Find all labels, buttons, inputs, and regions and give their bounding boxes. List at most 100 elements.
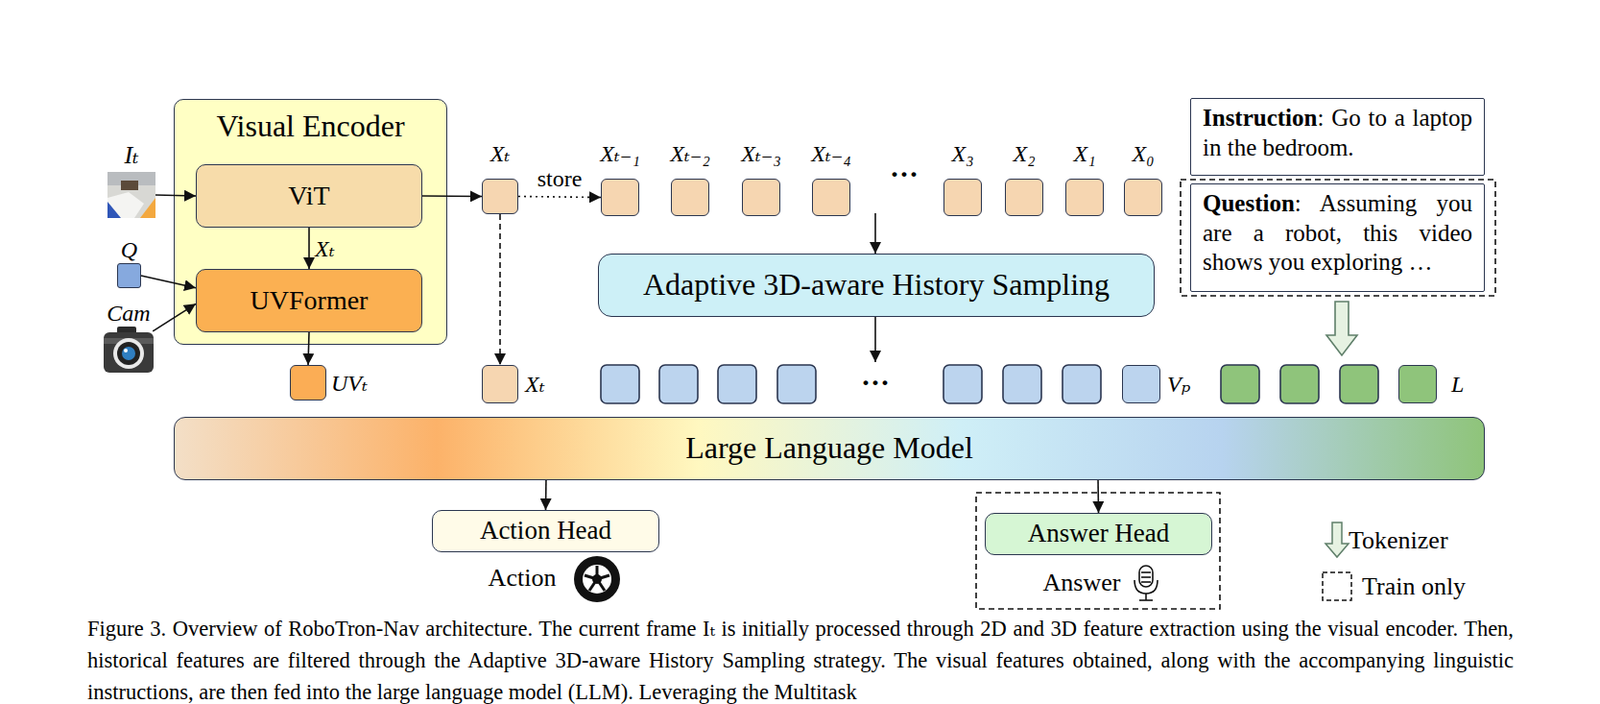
connector-arrow — [518, 196, 601, 198]
note-text: Instruction: Go to a laptop in the bedro… — [1202, 103, 1473, 163]
uvformer-box: UVFormer — [195, 268, 423, 333]
connector-arrow — [422, 194, 482, 197]
current-token: Xₜ — [481, 364, 519, 404]
spoke — [597, 574, 610, 579]
query-token: Q — [117, 262, 142, 288]
sampled-token: Vₚ — [1122, 364, 1161, 404]
node-label: UVₜ — [331, 369, 368, 395]
node-label: Q — [120, 237, 138, 263]
connector-arrow — [308, 227, 311, 269]
node-label: Xₜ₋₄ — [811, 141, 852, 167]
edge-label: store — [537, 166, 583, 192]
mic-grille — [1141, 575, 1151, 578]
camera-lens — [117, 341, 141, 365]
node-label: Xₜ — [490, 141, 511, 167]
train-only-frame — [976, 492, 1220, 609]
node-label: X₀ — [1131, 141, 1154, 167]
legend-tokenizer-sample — [1325, 522, 1349, 557]
ellipsis: ··· — [860, 365, 890, 398]
encoder-group: ViT UVFormer Visual Encoder — [173, 98, 448, 345]
connector-arrow — [308, 332, 310, 365]
camera-glass — [121, 346, 136, 360]
frame-thumbnail — [107, 171, 156, 218]
mic-capsule — [1139, 565, 1153, 587]
tokenizer-arrow — [1326, 301, 1358, 356]
thumb-bg — [107, 171, 156, 218]
history-token: X₂ — [1004, 178, 1044, 216]
node-label: L — [1451, 371, 1464, 397]
input-frame: Iₜ — [107, 171, 156, 218]
node-label: X₁ — [1073, 141, 1096, 167]
train-only-frame — [1180, 179, 1496, 296]
node-label: Xₜ₋₁ — [599, 141, 641, 167]
microphone-icon — [1134, 565, 1158, 600]
camera-lens-ring — [113, 337, 144, 369]
node-label: ViT — [287, 181, 330, 212]
node-label: Action Head — [479, 516, 612, 546]
mic-holder — [1134, 579, 1158, 594]
flow-arrow — [874, 316, 877, 362]
figure-caption: Figure 3. Overview of RoboTron-Nav archi… — [87, 612, 1514, 704]
node-label: UVFormer — [250, 286, 369, 316]
token — [659, 364, 698, 404]
language-token: L — [1398, 364, 1437, 404]
wheel-rim — [582, 564, 612, 594]
vit-box: ViT — [195, 164, 423, 228]
mic-base — [1139, 598, 1153, 601]
connector-arrow — [545, 479, 548, 510]
legend-text: Tokenizer — [1348, 526, 1449, 555]
language-tokens — [1220, 364, 1379, 404]
token — [1002, 364, 1042, 404]
token — [777, 364, 816, 404]
history-token: Xₜ₋₁ — [600, 178, 640, 216]
node-label: Adaptive 3D-aware History Sampling — [643, 267, 1110, 302]
question-box: Question: Assuming you are a robot, this… — [1190, 183, 1485, 292]
sampling-box: Adaptive 3D-aware History Sampling — [597, 253, 1155, 317]
node-label: Visual Encoder — [174, 109, 447, 144]
connector-arrow — [1097, 479, 1099, 513]
connector-arrow — [155, 194, 196, 196]
thumb-orange — [140, 197, 156, 218]
camera-glint — [123, 348, 128, 353]
wheel-icon — [573, 555, 621, 602]
legend-train-only-sample — [1322, 572, 1352, 600]
connector-arrow — [152, 303, 196, 332]
token — [1339, 364, 1379, 404]
thumb-blue — [107, 201, 121, 218]
node-label: X₂ — [1012, 141, 1035, 167]
flow-arrow — [874, 213, 877, 254]
history-token: Xₜ₋₂ — [670, 178, 710, 216]
wheel-spokes — [584, 565, 610, 591]
history-token: X₁ — [1065, 178, 1104, 216]
ellipsis: ··· — [889, 157, 919, 190]
node-label: Iₜ — [123, 142, 139, 170]
node-label: X₃ — [951, 141, 974, 167]
node-label: Large Language Model — [685, 430, 974, 465]
note-text: Question: Assuming you are a robot, this… — [1202, 189, 1473, 278]
wheel-tyre — [573, 555, 621, 602]
node-label: Xₜ₋₂ — [669, 141, 711, 167]
mic-stand — [1145, 593, 1147, 600]
node-label: Vₚ — [1167, 371, 1191, 397]
history-token: Xₜ₋₄ — [811, 178, 851, 216]
camera-input: Cam — [101, 326, 156, 374]
node-label: Cam — [106, 300, 150, 326]
output-label: Answer — [1043, 569, 1122, 598]
camera-body — [103, 332, 154, 373]
instruction-box: Instruction: Go to a laptop in the bedro… — [1190, 97, 1485, 176]
token — [600, 364, 640, 404]
connector-arrow — [499, 214, 502, 365]
spoke — [584, 574, 598, 579]
camera-icon — [103, 326, 154, 373]
node-label: Xₜ — [525, 371, 546, 397]
answer-head: Answer Head — [984, 512, 1213, 555]
connector-arrow — [141, 275, 196, 288]
history-token: X₃ — [943, 178, 982, 216]
legend-text: Train only — [1361, 573, 1466, 601]
history-token: Xₜ₋₃ — [741, 178, 781, 216]
output-label: Action — [488, 564, 557, 593]
node-label: Xₜ₋₃ — [740, 141, 782, 167]
llm-band: Large Language Model — [173, 416, 1485, 480]
